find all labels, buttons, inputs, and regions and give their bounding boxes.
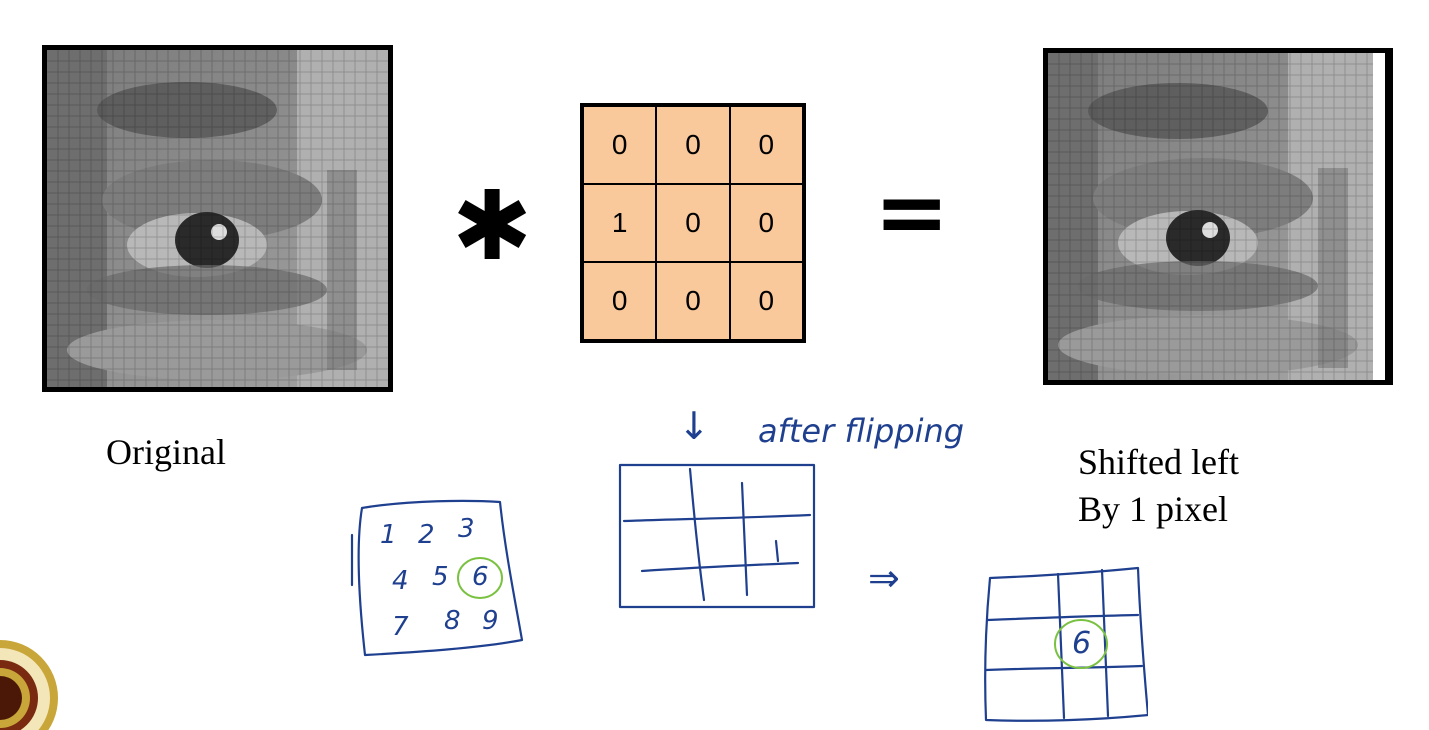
- result-center-value: 6: [1072, 626, 1092, 661]
- face-eye-pixelated-image: [47, 50, 388, 387]
- original-image: [42, 45, 393, 392]
- caption-original: Original: [106, 432, 226, 472]
- kernel-cell: 0: [656, 184, 730, 262]
- kernel-cell: 1: [583, 184, 657, 262]
- convolution-operator: ✱: [452, 170, 533, 282]
- down-arrow-icon: ↓: [678, 404, 710, 448]
- result-grid-sketch: [984, 566, 1148, 722]
- shifted-image: [1043, 48, 1393, 385]
- grid-number: 9: [482, 606, 499, 636]
- grid-number: 3: [458, 514, 475, 544]
- kernel-cell: 0: [583, 106, 657, 184]
- grid-number: 7: [392, 612, 409, 642]
- kernel-cell: 0: [729, 262, 803, 340]
- grid-number: 1: [380, 520, 397, 550]
- flipped-kernel-sketch: [618, 463, 816, 609]
- grid-number: 5: [432, 562, 449, 592]
- shifted-image-right-border: [1385, 48, 1393, 385]
- after-flipping-note: after flipping: [758, 412, 965, 450]
- equals-operator: =: [874, 160, 950, 265]
- caption-shifted-line1: Shifted left: [1078, 442, 1239, 482]
- grid-number: 2: [418, 520, 435, 550]
- university-seal-logo: [0, 640, 58, 730]
- grid-number: 6: [472, 562, 489, 592]
- kernel-cell: 0: [656, 262, 730, 340]
- grid-number: 4: [392, 566, 409, 596]
- numbered-grid-sketch: [350, 499, 524, 657]
- face-eye-shifted-image: [1048, 53, 1382, 380]
- grid-number: 8: [444, 606, 461, 636]
- kernel-cell: 0: [729, 106, 803, 184]
- kernel-matrix: 0 0 0 1 0 0 0 0 0: [580, 103, 806, 343]
- kernel-cell: 0: [656, 106, 730, 184]
- kernel-cell: 0: [729, 184, 803, 262]
- caption-shifted-line2: By 1 pixel: [1078, 489, 1228, 529]
- kernel-cell: 0: [583, 262, 657, 340]
- implies-arrow-icon: ⇒: [868, 556, 900, 600]
